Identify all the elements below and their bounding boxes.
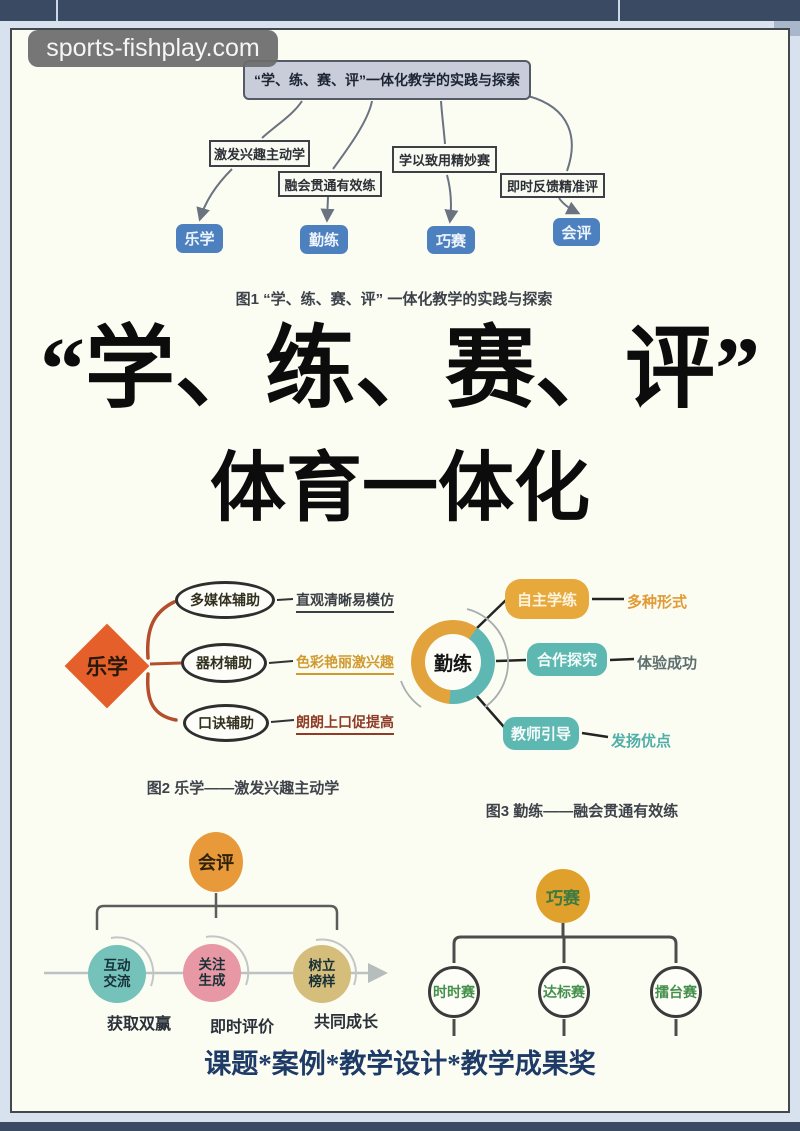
top-bar-separator — [618, 0, 620, 21]
fig5-node-circle: 达标赛 — [538, 966, 590, 1018]
fig3-detail-label: 多种形式 — [627, 594, 688, 611]
fig3-caption: 图3 勤练——融会贯通有效练 — [485, 803, 679, 820]
fig1-root-box: “学、练、赛、评”一体化教学的实践与探索 — [243, 60, 531, 100]
main-title-line2: 体育一体化 — [210, 447, 590, 531]
fig2-detail-label: 朗朗上口促提高 — [296, 712, 394, 735]
fig2-node-ellipse: 多媒体辅助 — [175, 581, 275, 619]
fig1-branch-box: 学以致用精妙赛 — [392, 146, 497, 173]
watermark-badge: sports-fishplay.com — [28, 30, 278, 67]
fig2-detail-label: 直观清晰易模仿 — [296, 590, 394, 613]
fig4-detail-label: 共同成长 — [314, 1014, 379, 1031]
fig1-caption: 图1 “学、练、赛、评” 一体化教学的实践与探索 — [235, 291, 553, 308]
fig1-leaf-box: 会评 — [553, 218, 600, 246]
fig5-root-circle: 巧赛 — [536, 869, 590, 923]
fig4-node-label: 关注生成 — [198, 957, 226, 988]
fig2-root-label: 乐学 — [86, 656, 128, 679]
fig4-node-label: 树立榜样 — [308, 958, 336, 989]
fig3-node-box: 自主学练 — [505, 579, 589, 619]
fig4-detail-label: 获取双赢 — [107, 1016, 172, 1033]
fig2-detail-label: 色彩艳丽激兴趣 — [296, 652, 394, 675]
fig2-node-ellipse: 口诀辅助 — [183, 704, 269, 742]
fig3-node-box: 合作探究 — [527, 643, 607, 676]
watermark-text: sports-fishplay.com — [46, 34, 260, 62]
top-bar-separator — [56, 0, 58, 21]
fig4-node-label: 互动交流 — [103, 958, 131, 989]
fig3-root-label: 勤练 — [425, 634, 481, 690]
fig3-detail-label: 体验成功 — [637, 655, 698, 672]
fig1-branch-box: 激发兴趣主动学 — [209, 140, 310, 167]
fig2-caption: 图2 乐学——激发兴趣主动学 — [146, 780, 340, 797]
fig1-branch-box: 融会贯通有效练 — [278, 171, 382, 197]
main-title-line1: “学、练、赛、评” — [40, 320, 760, 419]
fig2-node-ellipse: 器材辅助 — [181, 643, 267, 683]
fig5-node-circle: 擂台赛 — [650, 966, 702, 1018]
fig4-detail-label: 即时评价 — [210, 1019, 275, 1036]
top-frame-bar — [0, 0, 800, 21]
fig4-node-circle: 关注生成 — [183, 944, 241, 1002]
fig1-branch-box: 即时反馈精准评 — [500, 173, 605, 198]
fig4-node-circle: 互动交流 — [88, 945, 146, 1003]
fig4-node-circle: 树立榜样 — [293, 945, 351, 1003]
fig4-root-circle: 会评 — [189, 832, 243, 892]
poster-page — [10, 28, 790, 1113]
fig3-root-ring: 勤练 — [411, 620, 495, 704]
footer-text: 课题*案例*教学设计*教学成果奖 — [204, 1049, 596, 1079]
fig1-leaf-box: 乐学 — [176, 224, 223, 253]
bottom-frame-bar — [0, 1122, 800, 1131]
fig3-detail-label: 发扬优点 — [611, 733, 672, 750]
fig5-node-circle: 时时赛 — [428, 966, 480, 1018]
fig1-leaf-box: 勤练 — [300, 225, 348, 254]
fig1-leaf-box: 巧赛 — [427, 226, 475, 254]
fig3-node-box: 教师引导 — [503, 717, 579, 750]
